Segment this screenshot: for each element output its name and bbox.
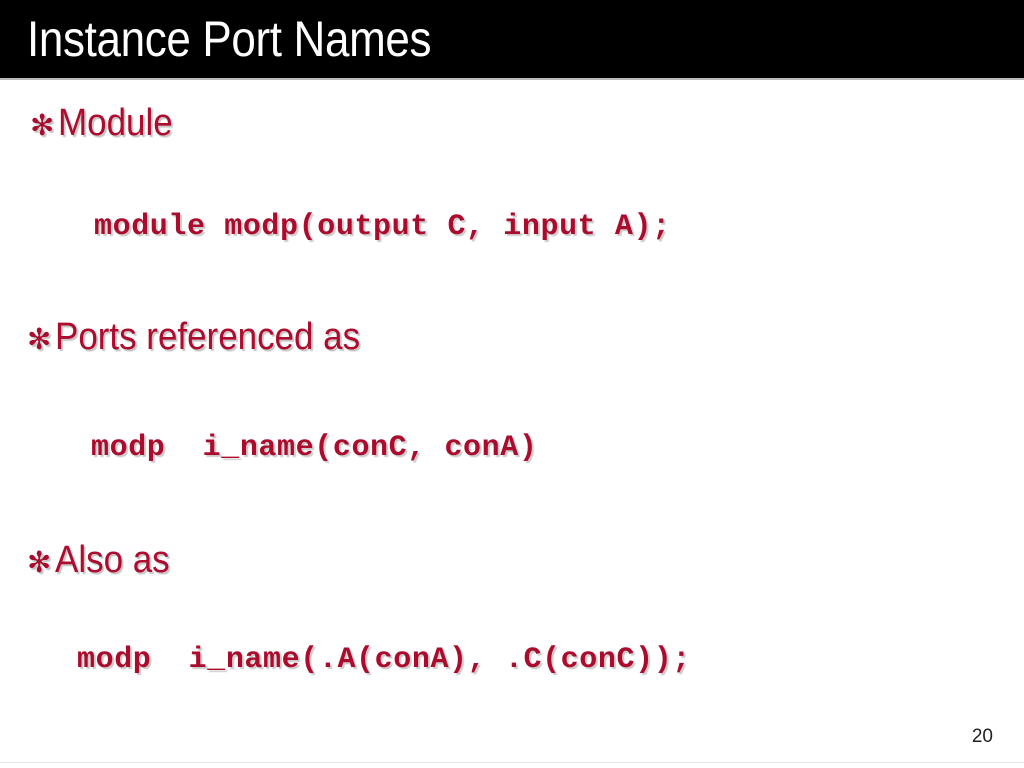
bullet-item-also-as: ✻ Also as — [27, 541, 180, 579]
slide-body: ✻ Module module modp(output C, input A);… — [0, 80, 1024, 760]
title-bar — [0, 0, 1024, 78]
bullet-label-also-as: Also as — [55, 539, 170, 581]
asterisk-bullet-icon: ✻ — [27, 322, 52, 356]
title-divider — [0, 78, 1024, 80]
code-line-named-instance: modp i_name(.A(conA), .C(conC)); — [77, 643, 691, 677]
asterisk-bullet-icon: ✻ — [30, 108, 55, 142]
code-line-positional-instance: modp i_name(conC, conA) — [91, 431, 538, 465]
bullet-label-ports-referenced-as: Ports referenced as — [55, 316, 361, 358]
page-number: 20 — [971, 726, 993, 747]
bullet-item-module: ✻ Module — [30, 104, 183, 142]
footer-divider — [0, 762, 1024, 763]
page-title: Instance Port Names — [27, 11, 432, 67]
bullet-item-ports-referenced-as: ✻ Ports referenced as — [27, 318, 387, 356]
asterisk-bullet-icon: ✻ — [27, 545, 52, 579]
code-line-module-declaration: module modp(output C, input A); — [94, 210, 671, 244]
bullet-label-module: Module — [58, 102, 173, 144]
